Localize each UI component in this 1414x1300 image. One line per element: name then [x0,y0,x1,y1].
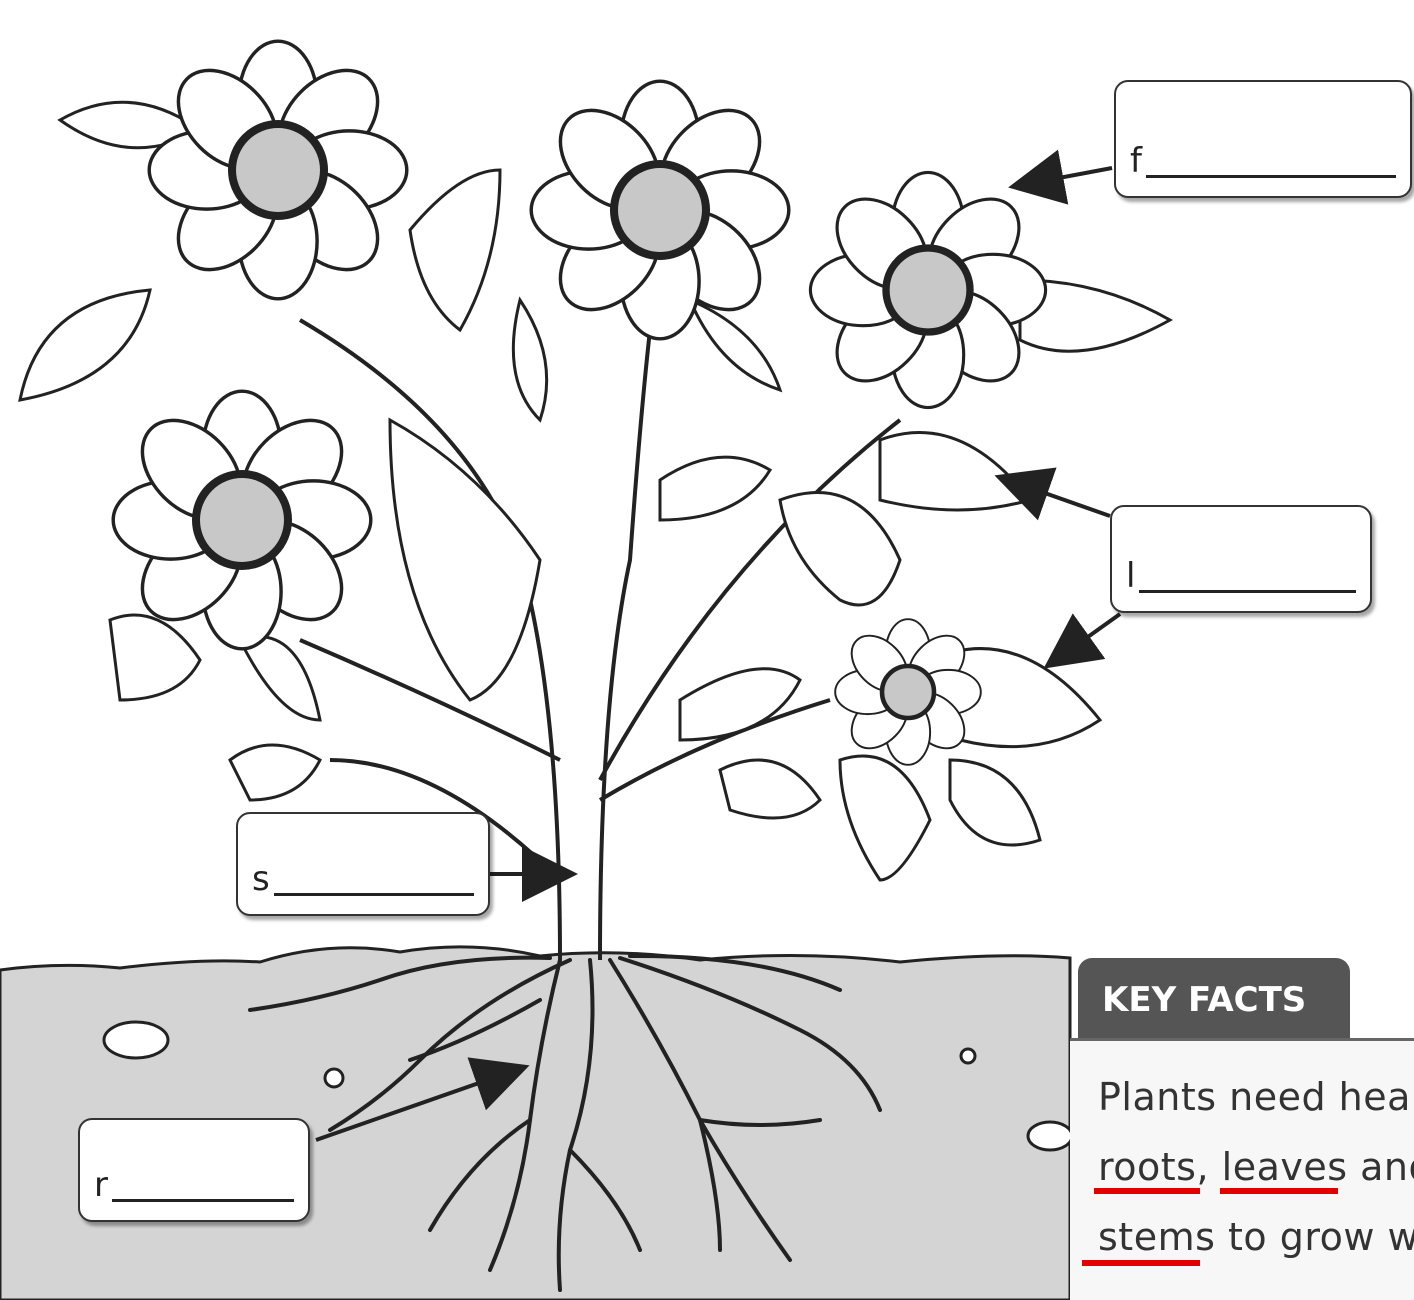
key-facts-line-3: stems to grow w [1098,1215,1414,1259]
pebble [1028,1122,1072,1150]
word-stems: stems [1098,1215,1215,1259]
root-answer-blank[interactable] [112,1198,294,1202]
leaf-label-letter: l [1126,559,1135,593]
key-facts-line-2: roots, leaves and [1098,1145,1414,1189]
flower-answer-blank[interactable] [1146,174,1396,178]
pebble [325,1069,343,1087]
key-facts-line-3-rest: to grow w [1228,1215,1414,1259]
stem-label-letter: s [252,862,270,896]
flower-3 [810,172,1045,407]
leaf-label-box[interactable]: l [1110,505,1372,613]
word-roots: roots, [1098,1145,1209,1189]
stem-answer-blank[interactable] [274,892,474,896]
root-label-box[interactable]: r [78,1118,310,1222]
word-leaves: leaves [1222,1145,1348,1189]
leaf-answer-blank[interactable] [1139,589,1356,593]
underline-roots [1094,1188,1200,1194]
underline-stems [1082,1260,1200,1266]
flower-4 [113,391,371,649]
flower-1 [149,41,407,299]
root-label-letter: r [94,1168,108,1202]
key-facts-title: KEY FACTS [1078,958,1350,1042]
arrow-flower [1016,168,1112,186]
flower-2 [531,81,789,339]
pebble [104,1022,168,1058]
flower-label-letter: f [1130,144,1142,178]
key-facts-panel: KEY FACTS Plants need healt roots, leave… [1070,958,1414,1300]
stem-label-box[interactable]: s [236,812,490,916]
pebble [961,1049,975,1063]
flower-5 [835,619,981,765]
key-facts-line-1: Plants need healt [1098,1075,1414,1119]
underline-leaves [1220,1188,1338,1194]
arrow-leaf-lower [1050,614,1120,664]
flower-label-box[interactable]: f [1114,80,1412,198]
word-and: and [1360,1145,1414,1189]
